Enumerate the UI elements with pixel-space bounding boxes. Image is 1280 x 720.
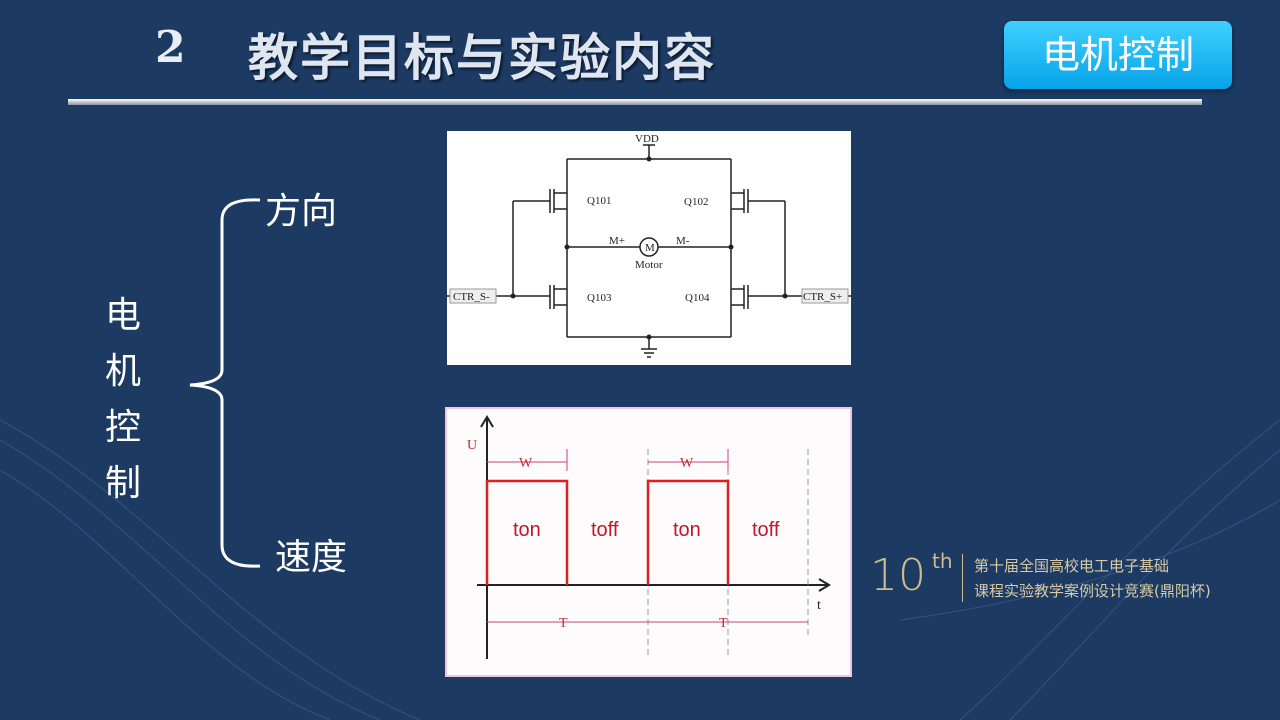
- q102-label: Q102: [684, 196, 708, 208]
- topic-badge: 电机控制: [1004, 21, 1232, 89]
- tree-root: 电 机 控 制: [105, 288, 145, 512]
- width-label-2: W: [680, 456, 694, 471]
- period-label-1: T: [559, 616, 568, 631]
- junction-dots: [510, 156, 788, 340]
- branch-speed: 速度: [275, 537, 348, 578]
- logo-line2: 课程实验教学案例设计竞赛(鼎阳杯): [974, 582, 1211, 600]
- title-divider: [68, 99, 1202, 105]
- logo-divider: [962, 554, 963, 602]
- branch-direction: 方向: [265, 191, 338, 232]
- root-char: 控: [105, 407, 142, 448]
- period-label-2: T: [719, 616, 728, 631]
- y-axis-label: U: [467, 438, 477, 453]
- motor-label: Motor: [635, 259, 663, 271]
- root-char: 电: [105, 295, 142, 336]
- toff-label-2: toff: [752, 519, 780, 541]
- root-char: 机: [105, 351, 142, 392]
- pulse-line: [485, 479, 730, 585]
- logo-sup: th: [932, 549, 953, 573]
- width-label-1: W: [519, 456, 533, 471]
- m-plus-label: M+: [609, 235, 625, 247]
- q104-label: Q104: [685, 292, 710, 304]
- section-number: 2: [155, 22, 186, 73]
- logo-number: 10: [870, 550, 926, 601]
- toff-label-1: toff: [591, 519, 619, 541]
- q103-label: Q103: [587, 292, 612, 304]
- ton-label-2: ton: [673, 519, 701, 541]
- pwm-waveform: U t W W T T ton toff ton toff: [445, 407, 852, 677]
- ctr-minus-label: CTR_S-: [453, 291, 490, 303]
- m-minus-label: M-: [676, 235, 690, 247]
- logo-line1: 第十届全国高校电工电子基础: [974, 557, 1170, 575]
- h-bridge-circuit: M Motor VDD M+ M- Q101 Q102 Q103 Q104 CT…: [447, 131, 851, 365]
- x-axis-label: t: [817, 598, 821, 613]
- ton-label-1: ton: [513, 519, 541, 541]
- ctr-plus-label: CTR_S+: [803, 291, 842, 303]
- vdd-label: VDD: [635, 133, 659, 145]
- brace: [189, 198, 261, 568]
- motor-letter: M: [645, 242, 655, 254]
- q101-label: Q101: [587, 195, 611, 207]
- root-char: 制: [105, 463, 142, 504]
- page-title: 教学目标与实验内容: [248, 29, 716, 87]
- motor-symbol: [639, 237, 659, 257]
